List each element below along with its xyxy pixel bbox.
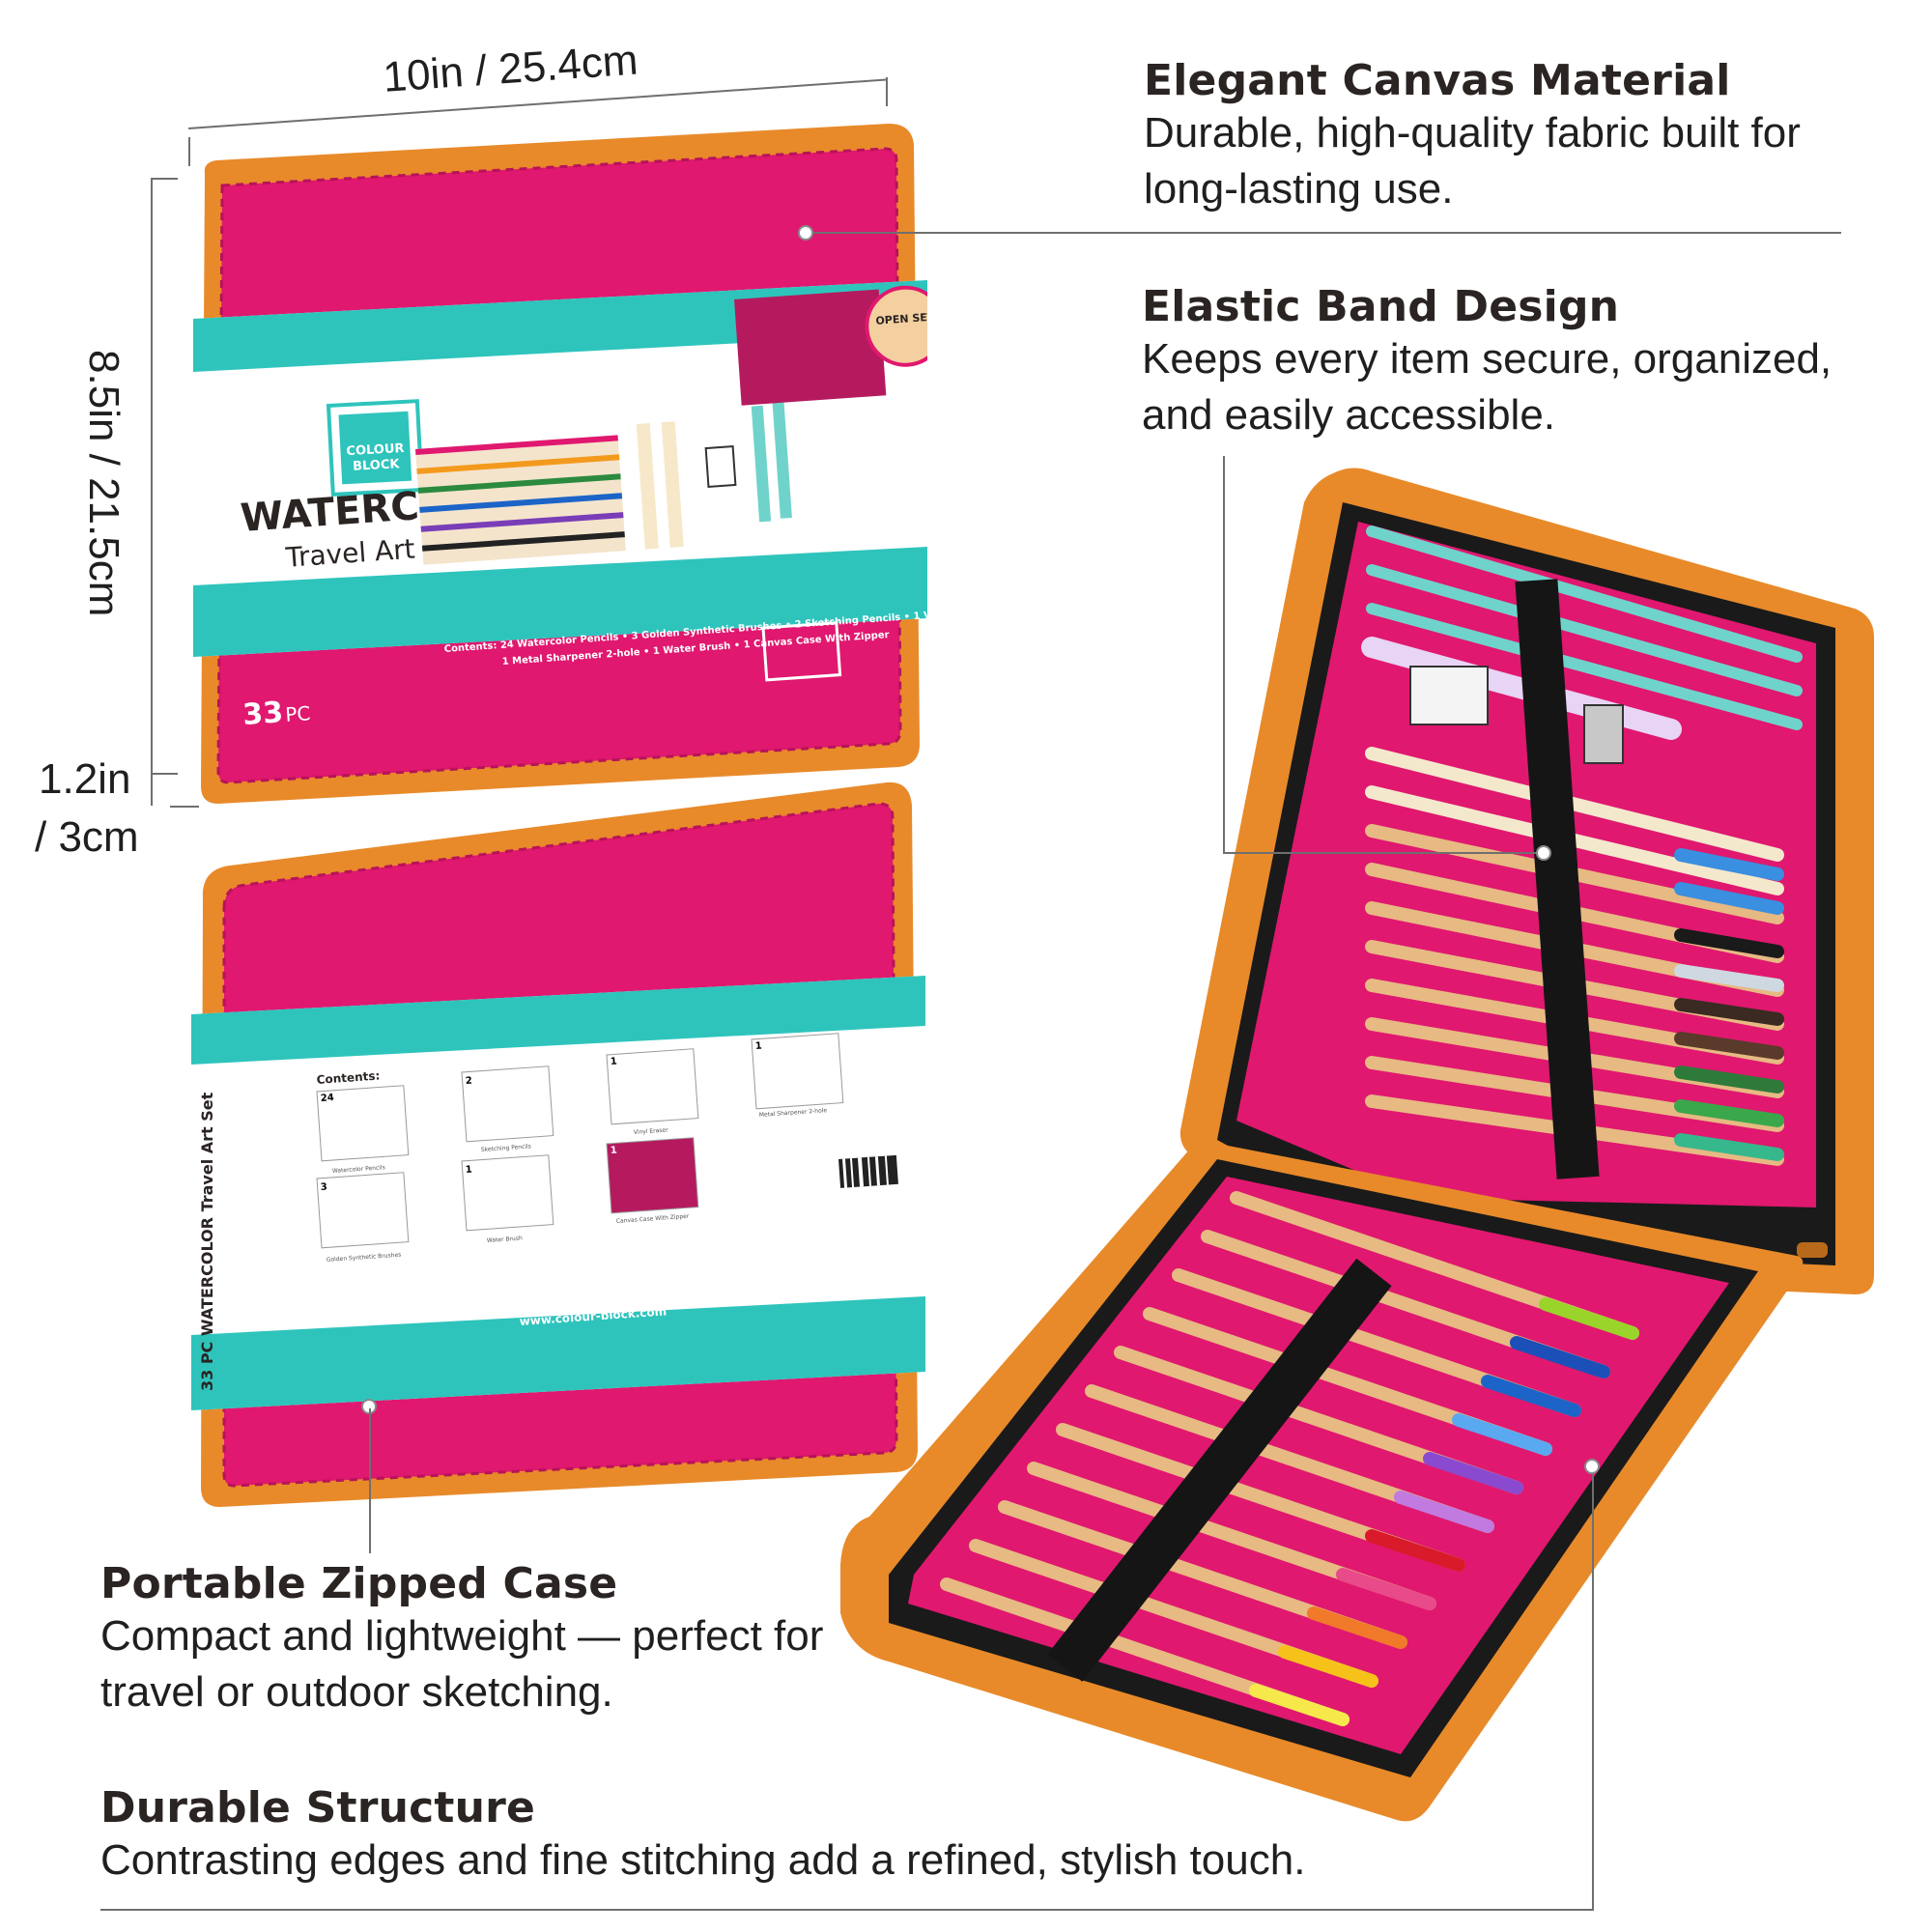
top-panel-elastic-band (1515, 579, 1600, 1179)
front-brand-line2: BLOCK (353, 457, 401, 474)
top-panel-brushes (1361, 526, 1803, 764)
back-item-qty: 1 (610, 1146, 617, 1156)
height-dimension-line (151, 178, 153, 806)
back-item-qty: 1 (610, 1057, 617, 1067)
back-item-watercolor-pencils: 24 Watercolor Pencils (316, 1085, 410, 1175)
callout-line-canvas (808, 232, 1841, 234)
back-item-name: Metal Sharpener 2-hole (759, 1107, 828, 1119)
feature-elastic-title: Elastic Band Design (1142, 282, 1620, 331)
callout-line-portable (369, 1408, 371, 1553)
width-tick-right (886, 77, 888, 106)
bottom-panel-pencils (940, 1191, 1639, 1726)
depth-dimension-line (170, 806, 199, 808)
depth-dimension-line1: 1.2in (39, 755, 131, 803)
back-item-metal-sharpener: 1 Metal Sharpener 2-hole (751, 1033, 844, 1119)
bottom-panel-elastic-band (1047, 1258, 1392, 1682)
front-pencil-illustration (415, 402, 792, 565)
front-count-unit: PC (285, 701, 312, 726)
back-contents-heading: Contents: (316, 1068, 381, 1087)
feature-elastic-desc: Keeps every item secure, organized, and … (1142, 335, 1833, 439)
front-case-image: COLOUR BLOCK WATERCOLOR Travel Art Set O… (193, 124, 927, 804)
back-item-name: Sketching Pencils (481, 1143, 531, 1153)
back-item-qty: 3 (320, 1182, 327, 1193)
callout-dot-durable (1584, 1459, 1600, 1474)
back-contents-grid: 24 Watercolor Pencils 2 Sketching Pencil… (316, 1033, 844, 1264)
back-item-sketching-pencils: 2 Sketching Pencils (461, 1065, 554, 1153)
feature-elastic-band: Elastic Band Design Keeps every item sec… (1142, 282, 1915, 443)
front-open-set-text: OPEN SET (875, 311, 927, 327)
callout-line-elastic-horizontal (1223, 852, 1546, 854)
callout-dot-canvas (798, 225, 813, 241)
front-corner-logo (761, 621, 842, 682)
back-item-qty: 2 (465, 1076, 472, 1087)
zipper-pull (1797, 1242, 1828, 1258)
back-item-name: Watercolor Pencils (332, 1164, 385, 1175)
open-case-image (840, 468, 1874, 1822)
feature-portable-title: Portable Zipped Case (100, 1559, 618, 1608)
width-tick-left (188, 137, 190, 166)
callout-line-elastic-vertical (1223, 456, 1225, 854)
height-tick-bottom (151, 773, 178, 775)
back-item-qty: 24 (320, 1093, 334, 1104)
back-item-qty: 1 (754, 1041, 762, 1052)
back-case-image: 33 PC WATERCOLOR Travel Art Set Contents… (191, 781, 925, 1507)
front-count: 33 (242, 696, 284, 732)
back-item-water-brush: 1 Water Brush (461, 1154, 554, 1244)
height-tick-top (151, 178, 178, 180)
depth-dimension-line2: / 3cm (35, 813, 139, 861)
feature-durable-title: Durable Structure (100, 1783, 536, 1833)
back-item-qty: 1 (465, 1165, 472, 1176)
back-spine-text: 33 PC WATERCOLOR Travel Art Set (198, 1092, 216, 1391)
feature-portable-desc: Compact and lightweight — perfect for tr… (100, 1612, 824, 1716)
width-dimension: 10in / 25.4cm (382, 36, 639, 101)
callout-dot-elastic (1536, 845, 1551, 861)
back-item-name: Water Brush (487, 1235, 524, 1244)
feature-durable-structure: Durable Structure Contrasting edges and … (100, 1783, 1453, 1889)
back-label-band (191, 976, 925, 1410)
front-open-set-badge: OPEN SET (734, 285, 927, 406)
callout-line-durable-vertical (1592, 1466, 1594, 1911)
feature-portable-case: Portable Zipped Case Compact and lightwe… (100, 1559, 873, 1720)
feature-durable-desc: Contrasting edges and fine stitching add… (100, 1836, 1306, 1884)
back-barcode (838, 1154, 898, 1188)
feature-canvas-desc: Durable, high-quality fabric built for l… (1144, 109, 1801, 213)
back-item-golden-brushes: 3 Golden Synthetic Brushes (316, 1172, 410, 1264)
height-dimension: 8.5in / 21.5cm (80, 350, 128, 617)
back-item-name: Vinyl Eraser (634, 1126, 669, 1136)
feature-canvas-material: Elegant Canvas Material Durable, high-qu… (1144, 56, 1897, 217)
feature-canvas-title: Elegant Canvas Material (1144, 56, 1731, 105)
front-brand-line1: COLOUR (346, 441, 405, 459)
callout-line-durable-horizontal (100, 1909, 1594, 1911)
back-item-vinyl-eraser: 1 Vinyl Eraser (606, 1048, 699, 1136)
front-label-brand-logo: COLOUR BLOCK (326, 399, 424, 497)
